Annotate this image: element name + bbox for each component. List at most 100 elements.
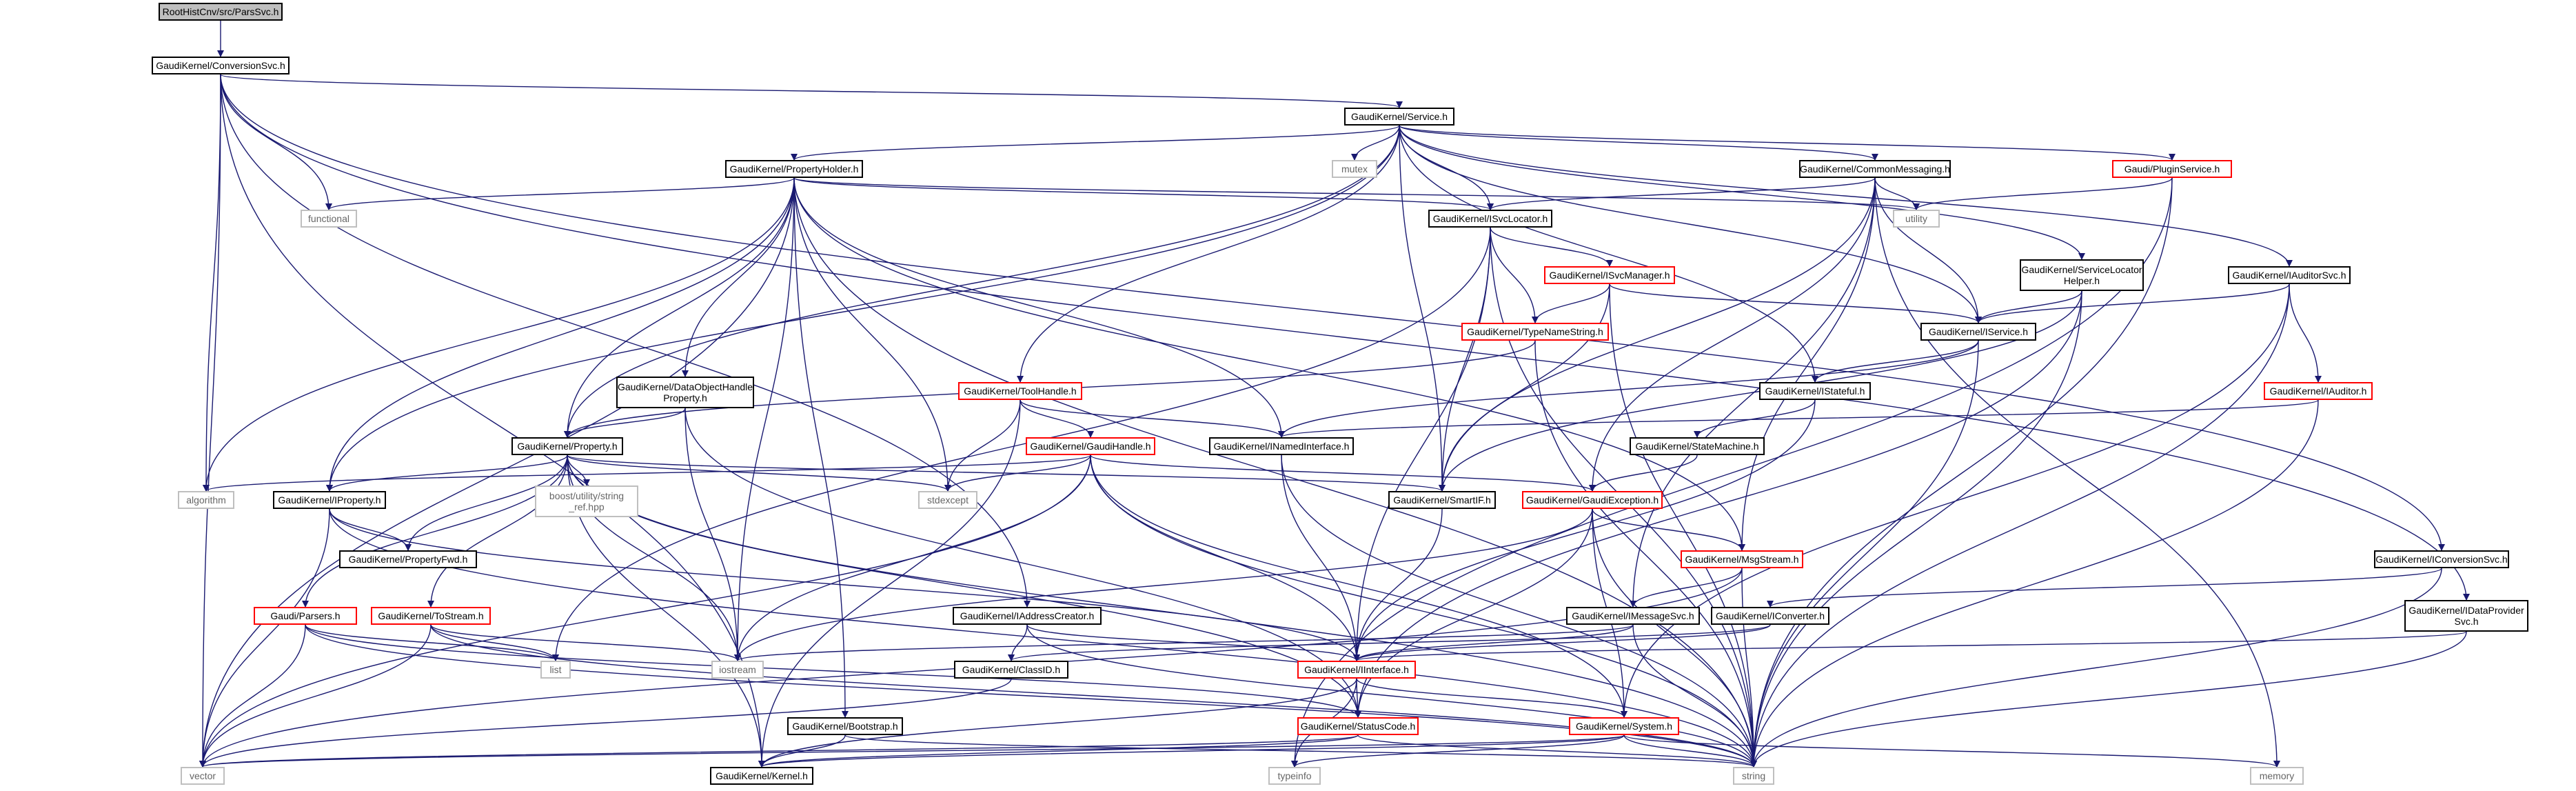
dependency-edge (1357, 734, 1757, 768)
node-dataobjecthandleproperty-h[interactable]: GaudiKernel/DataObjectHandle Property.h (616, 377, 754, 408)
node-iconversionsvc-h[interactable]: GaudiKernel/IConversionSvc.h (2374, 550, 2509, 568)
node-list[interactable]: list (540, 661, 571, 679)
dependency-edge (1738, 177, 1876, 551)
node-system-h[interactable]: GaudiKernel/System.h (1569, 717, 1679, 735)
dependency-edge (1399, 125, 1818, 383)
node-bootstrap-h[interactable]: GaudiKernel/Bootstrap.h (787, 717, 903, 735)
node-iproperty-h[interactable]: GaudiKernel/IProperty.h (273, 491, 386, 509)
dependency-edge (1812, 340, 1979, 383)
node-mutex[interactable]: mutex (1332, 160, 1377, 178)
dependency-edge (1020, 399, 1285, 438)
dependency-edge (564, 408, 686, 438)
dependency-edge (1439, 283, 1610, 492)
dependency-edge (1353, 399, 1816, 661)
dependency-edge (199, 508, 330, 768)
dependency-edge (1490, 227, 1539, 323)
node-functional[interactable]: functional (301, 210, 357, 228)
dependency-edge (1750, 290, 2082, 768)
node-propertyholder-h[interactable]: GaudiKernel/PropertyHolder.h (725, 160, 863, 178)
node-inamedinterface-h[interactable]: GaudiKernel/INamedInterface.h (1209, 437, 1354, 455)
dependency-edge (329, 508, 1360, 661)
dependency-edge (329, 508, 1757, 768)
node-isvclocator-h[interactable]: GaudiKernel/ISvcLocator.h (1428, 210, 1552, 228)
node-stdexcept[interactable]: stdexcept (918, 491, 977, 509)
dependency-edge (564, 177, 795, 438)
node-gaudihandle-h[interactable]: GaudiKernel/GaudiHandle.h (1026, 437, 1155, 455)
dependency-edge (1490, 227, 1613, 267)
node-iostream[interactable]: iostream (711, 661, 764, 679)
dependency-edge (203, 74, 221, 492)
dependency-edge (684, 408, 741, 661)
dependency-edge (567, 454, 951, 492)
node-isvcmanager-h[interactable]: GaudiKernel/ISvcManager.h (1544, 266, 1675, 284)
node-istateful-h[interactable]: GaudiKernel/IStateful.h (1759, 382, 1871, 400)
node-string[interactable]: string (1733, 767, 1774, 785)
dependency-edge (1750, 177, 2173, 768)
dependency-edge (1278, 340, 1979, 438)
node-smartif-h[interactable]: GaudiKernel/SmartIF.h (1388, 491, 1496, 509)
dependency-edge (1356, 678, 1627, 718)
dependency-edge (1589, 454, 1698, 492)
node-typenamestring-h[interactable]: GaudiKernel/TypeNameString.h (1461, 323, 1609, 341)
dependency-edge (220, 74, 2470, 601)
dependency-edge (1399, 125, 1982, 323)
dependency-edge (793, 177, 1494, 210)
dependency-edge (793, 177, 951, 492)
node-iinterface-h[interactable]: GaudiKernel/IInterface.h (1297, 661, 1416, 679)
dependency-edge (1750, 399, 2319, 768)
dependency-edge (1399, 125, 2085, 260)
node-imessagesvc-h[interactable]: GaudiKernel/IMessageSvc.h (1566, 607, 1700, 625)
dependency-edge (199, 177, 795, 768)
node-service-h[interactable]: GaudiKernel/Service.h (1344, 108, 1454, 126)
dependency-edge (1975, 290, 2082, 323)
node-utility[interactable]: utility (1893, 210, 1940, 228)
node-statuscode-h[interactable]: GaudiKernel/StatusCode.h (1297, 717, 1419, 735)
dependency-edge (1874, 177, 2280, 768)
node-conversionsvc-h[interactable]: GaudiKernel/ConversionSvc.h (152, 57, 290, 74)
dependency-edge (844, 734, 1757, 768)
node-typeinfo[interactable]: typeinfo (1268, 767, 1321, 785)
dependency-edge (430, 624, 1757, 768)
dependency-edge (1913, 177, 2173, 210)
node-iservice-h[interactable]: GaudiKernel/IService.h (1920, 323, 2036, 341)
node-parsers-h[interactable]: Gaudi/Parsers.h (254, 607, 357, 625)
node-statemachine-h[interactable]: GaudiKernel/StateMachine.h (1630, 437, 1765, 455)
node-classid-h[interactable]: GaudiKernel/ClassID.h (954, 661, 1068, 679)
node-boost-string-ref[interactable]: boost/utility/string _ref.hpp (535, 485, 638, 517)
dependency-edge (220, 74, 1403, 108)
node-iauditor-h[interactable]: GaudiKernel/IAuditor.h (2264, 382, 2373, 400)
node-vector[interactable]: vector (181, 767, 225, 785)
node-kernel-h[interactable]: GaudiKernel/Kernel.h (710, 767, 813, 785)
node-servicelocatorhelper-h[interactable]: GaudiKernel/ServiceLocator Helper.h (2020, 259, 2144, 291)
node-propertyfwd-h[interactable]: GaudiKernel/PropertyFwd.h (339, 550, 477, 568)
node-pluginservice-h[interactable]: Gaudi/PluginService.h (2112, 160, 2232, 178)
node-gaudiexception-h[interactable]: GaudiKernel/GaudiException.h (1522, 491, 1663, 509)
node-idataprovidersvc-h[interactable]: GaudiKernel/IDataProvider Svc.h (2404, 600, 2528, 632)
node-msgstream-h[interactable]: GaudiKernel/MsgStream.h (1681, 550, 1803, 568)
dependency-edge (430, 624, 741, 661)
node-property-h[interactable]: GaudiKernel/Property.h (511, 437, 623, 455)
node-tostream-h[interactable]: GaudiKernel/ToStream.h (371, 607, 491, 625)
dependency-edge (302, 454, 568, 608)
dependency-edge (326, 125, 1400, 492)
dependency-edge (1017, 125, 1400, 383)
node-algorithm[interactable]: algorithm (178, 491, 234, 509)
dependency-edge (1621, 283, 2290, 718)
node-iconverter-h[interactable]: GaudiKernel/IConverter.h (1711, 607, 1829, 625)
dependency-edge (1609, 283, 1982, 323)
node-toolhandle-h[interactable]: GaudiKernel/ToolHandle.h (958, 382, 1082, 400)
dependency-edge (199, 734, 1625, 768)
dependency-edge (758, 678, 1357, 768)
dependency-edge (1630, 568, 1743, 608)
dependency-edge (793, 177, 849, 718)
node-parssvc-h[interactable]: RootHistCnv/src/ParsSvc.h (159, 3, 283, 21)
node-iaddresscreator-h[interactable]: GaudiKernel/IAddressCreator.h (953, 607, 1102, 625)
dependency-edge (1353, 631, 2467, 661)
node-commonmessaging-h[interactable]: GaudiKernel/CommonMessaging.h (1799, 160, 1951, 178)
node-iauditorsvc-h[interactable]: GaudiKernel/IAuditorSvc.h (2228, 266, 2351, 284)
node-memory[interactable]: memory (2250, 767, 2304, 785)
dependency-edge (1026, 624, 1757, 768)
dependency-edge (305, 624, 1361, 718)
dependency-edge (1278, 399, 2319, 438)
